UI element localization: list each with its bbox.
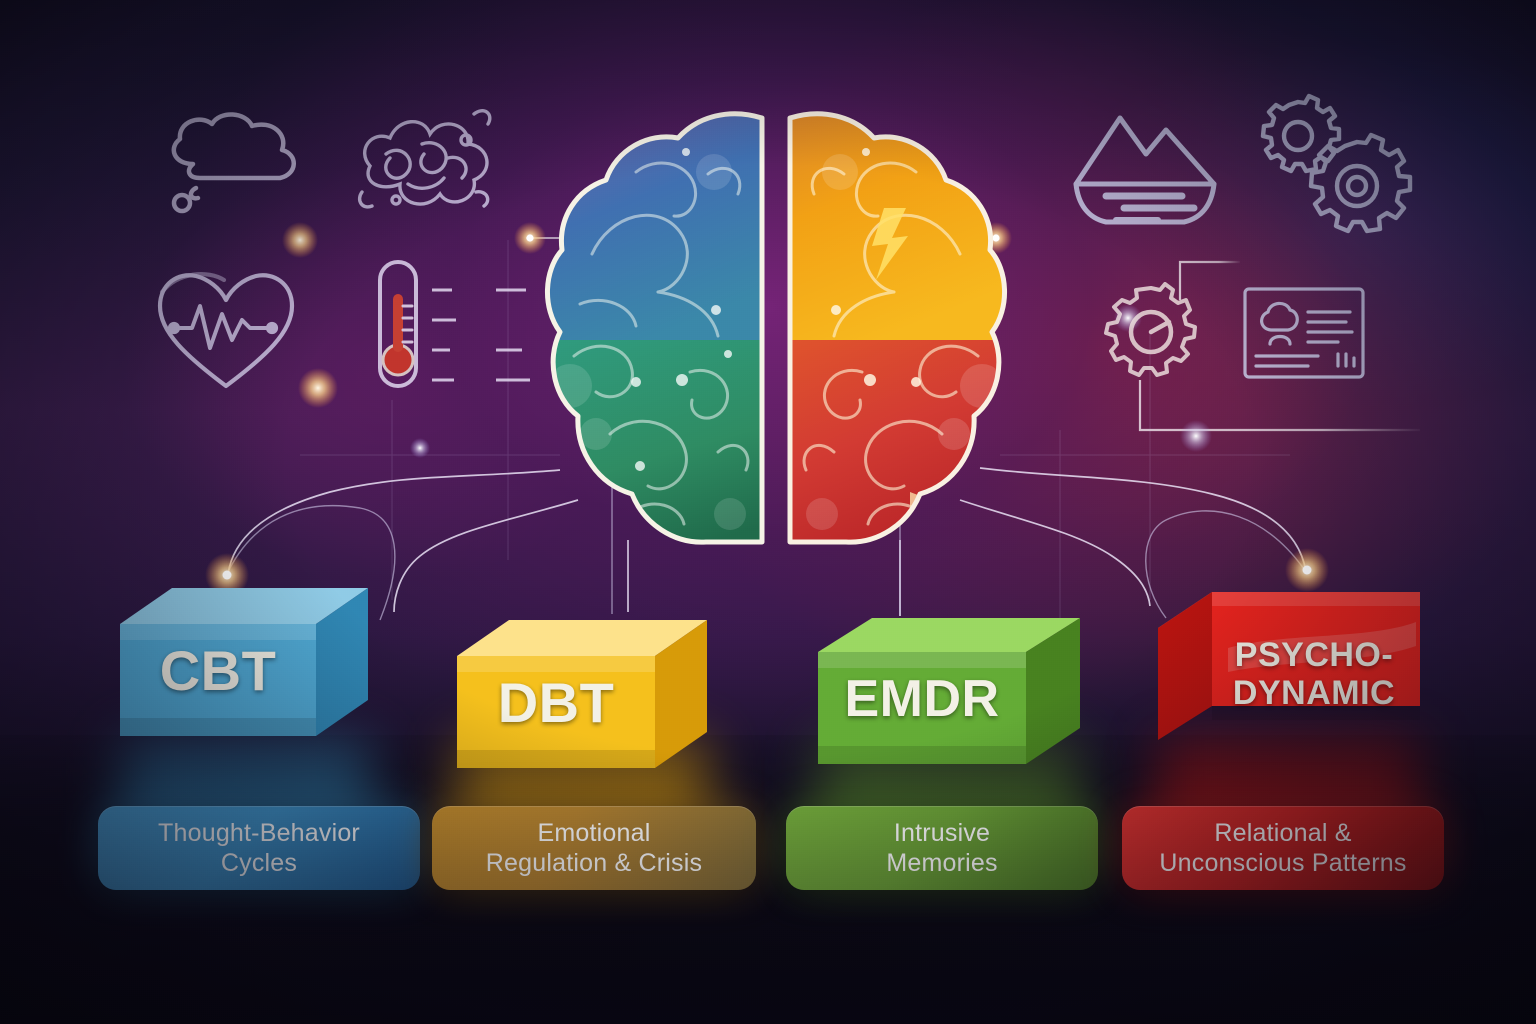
noise-texture-overlay — [0, 0, 1536, 1024]
vignette-overlay — [0, 0, 1536, 1024]
infographic-canvas: CBT DBT EMDR PSYCH — [0, 0, 1536, 1024]
